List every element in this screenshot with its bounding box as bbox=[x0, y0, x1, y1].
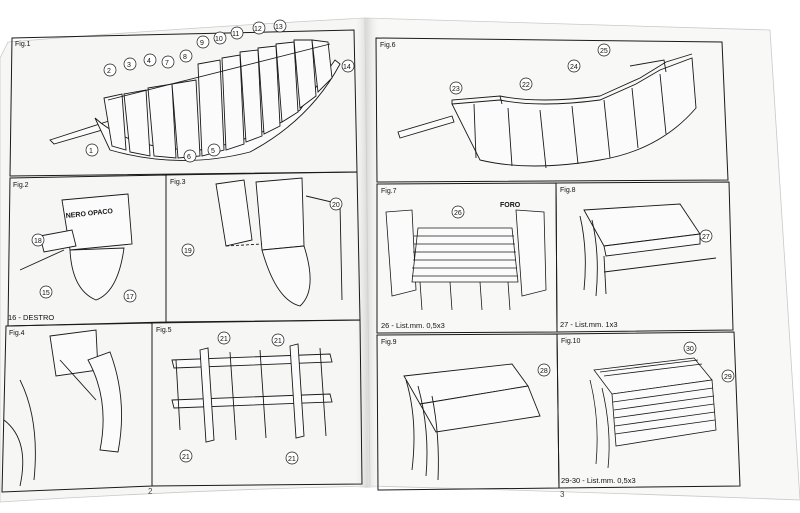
fig2-label: Fig.2 bbox=[13, 182, 29, 189]
callout-29: 29 bbox=[724, 374, 732, 381]
callout-7: 7 bbox=[165, 60, 169, 67]
fig6-drawing bbox=[397, 53, 697, 169]
fig4-drawing bbox=[3, 329, 123, 487]
fig8-label: Fig.8 bbox=[560, 187, 576, 194]
callout-2: 2 bbox=[107, 68, 111, 75]
callout-18: 18 bbox=[34, 238, 42, 245]
fig10-caption: 29-30 - List.mm. 0,5x3 bbox=[561, 476, 636, 485]
callout-1: 1 bbox=[89, 148, 93, 155]
right-page-number: 3 bbox=[560, 490, 565, 499]
callout-17: 17 bbox=[126, 294, 134, 301]
fig1-hull-drawing bbox=[49, 39, 341, 161]
fig8-caption: 27 - List.mm. 1x3 bbox=[560, 320, 618, 329]
fig5-drawing bbox=[171, 343, 333, 443]
fig7-caption: 26 - List.mm. 0,5x3 bbox=[381, 321, 445, 330]
fig9-label: Fig.9 bbox=[381, 339, 397, 346]
callout-30: 30 bbox=[686, 346, 694, 353]
fig8-frame bbox=[555, 181, 734, 333]
callout-13: 13 bbox=[275, 24, 283, 31]
fig7-text-label: FORO bbox=[500, 202, 521, 209]
callout-23: 23 bbox=[452, 86, 460, 93]
left-page-number: 2 bbox=[148, 487, 153, 496]
callout-6: 6 bbox=[187, 154, 191, 161]
fig7-drawing bbox=[385, 209, 547, 311]
callout-14: 14 bbox=[343, 64, 351, 71]
fig7-label: Fig.7 bbox=[381, 188, 397, 195]
callout-21-b: 21 bbox=[274, 338, 282, 345]
fig2-fig3-callouts bbox=[31, 197, 343, 303]
callout-15: 15 bbox=[42, 290, 50, 297]
callout-11: 11 bbox=[232, 31, 239, 38]
fig10-label: Fig.10 bbox=[561, 338, 581, 345]
callout-28: 28 bbox=[540, 368, 548, 375]
fig8-drawing bbox=[579, 203, 717, 297]
fig1-callouts bbox=[85, 19, 355, 163]
callout-21-c: 21 bbox=[182, 454, 190, 461]
callout-4: 4 bbox=[147, 58, 151, 65]
fig6-frame bbox=[375, 37, 729, 183]
callout-25: 25 bbox=[600, 48, 608, 55]
fig3-label: Fig.3 bbox=[170, 179, 186, 186]
callout-21-d: 21 bbox=[288, 456, 296, 463]
fig5-label: Fig.5 bbox=[156, 327, 172, 334]
callout-20: 20 bbox=[332, 202, 340, 209]
callout-12: 12 bbox=[254, 26, 262, 33]
callout-22: 22 bbox=[522, 82, 530, 89]
callout-21-a: 21 bbox=[220, 336, 228, 343]
fig2-drawing bbox=[19, 193, 133, 301]
fig10-frame bbox=[556, 331, 741, 489]
fig5-callouts bbox=[179, 331, 299, 465]
fig7-10-callouts bbox=[451, 205, 735, 383]
fig2-caption: 16 - DESTRO bbox=[8, 313, 54, 322]
fig1-label: Fig.1 bbox=[15, 41, 31, 48]
callout-8: 8 bbox=[183, 54, 187, 61]
callout-3: 3 bbox=[127, 62, 131, 69]
callout-10: 10 bbox=[215, 36, 223, 43]
fig6-callouts bbox=[449, 43, 611, 95]
callout-5: 5 bbox=[211, 148, 215, 155]
fig5-frame bbox=[151, 319, 363, 487]
fig4-label: Fig.4 bbox=[9, 330, 25, 337]
callout-26: 26 bbox=[454, 210, 462, 217]
fig3-drawing bbox=[215, 177, 343, 307]
callout-9: 9 bbox=[200, 40, 204, 47]
callout-24: 24 bbox=[570, 64, 578, 71]
fig10-drawing bbox=[589, 357, 717, 469]
callout-27: 27 bbox=[702, 234, 710, 241]
fig9-drawing bbox=[403, 363, 541, 481]
fig2-text-label: NERO OPACO bbox=[65, 208, 113, 220]
fig6-label: Fig.6 bbox=[380, 42, 396, 49]
callout-19: 19 bbox=[184, 248, 192, 255]
